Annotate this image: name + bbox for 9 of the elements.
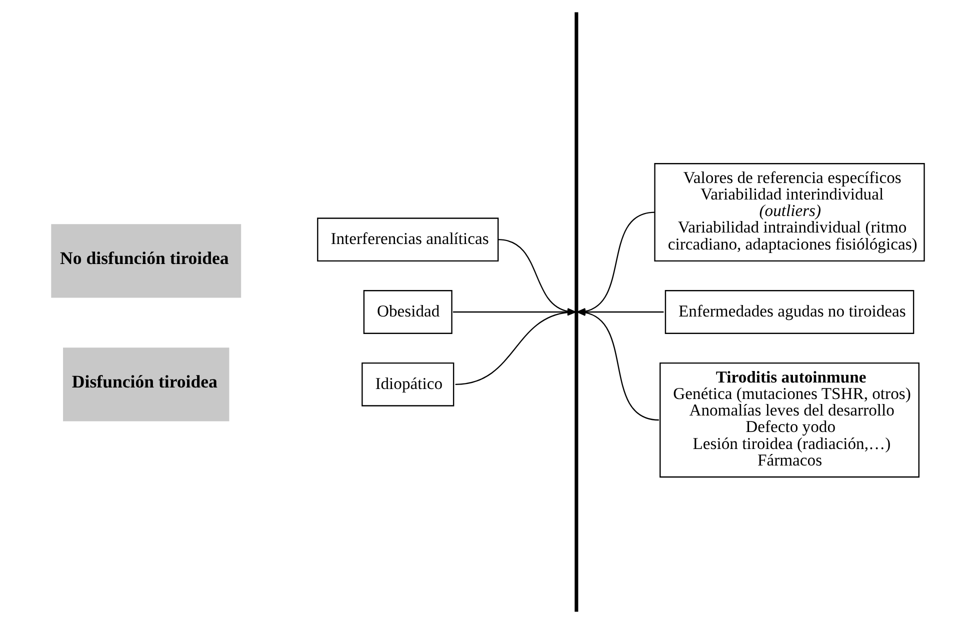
node-box: Disfunción tiroidea [63,348,230,422]
node-box: No disfunción tiroidea [51,224,242,298]
node-bar [574,12,578,612]
node-box: Valores de referencia específicos Variabilidad interindividual (outliers) Variabilidad intraindividual (ritmo circadiano, adaptaciones fisiólógicas) [654,163,925,262]
node-box: Tiroditis autoinmune Genética (mutaciones TSHR, otros) Anomalías leves del desarrollo Defecto yodo Lesión tiroidea (radiación,…) Fármacos [660,362,920,478]
node-box: Interferencias analíticas [317,218,499,262]
node-box: Obesidad [363,290,452,334]
node-box: Enfermedades agudas no tiroideas [664,290,914,334]
node-box: Idiopático [362,362,454,406]
